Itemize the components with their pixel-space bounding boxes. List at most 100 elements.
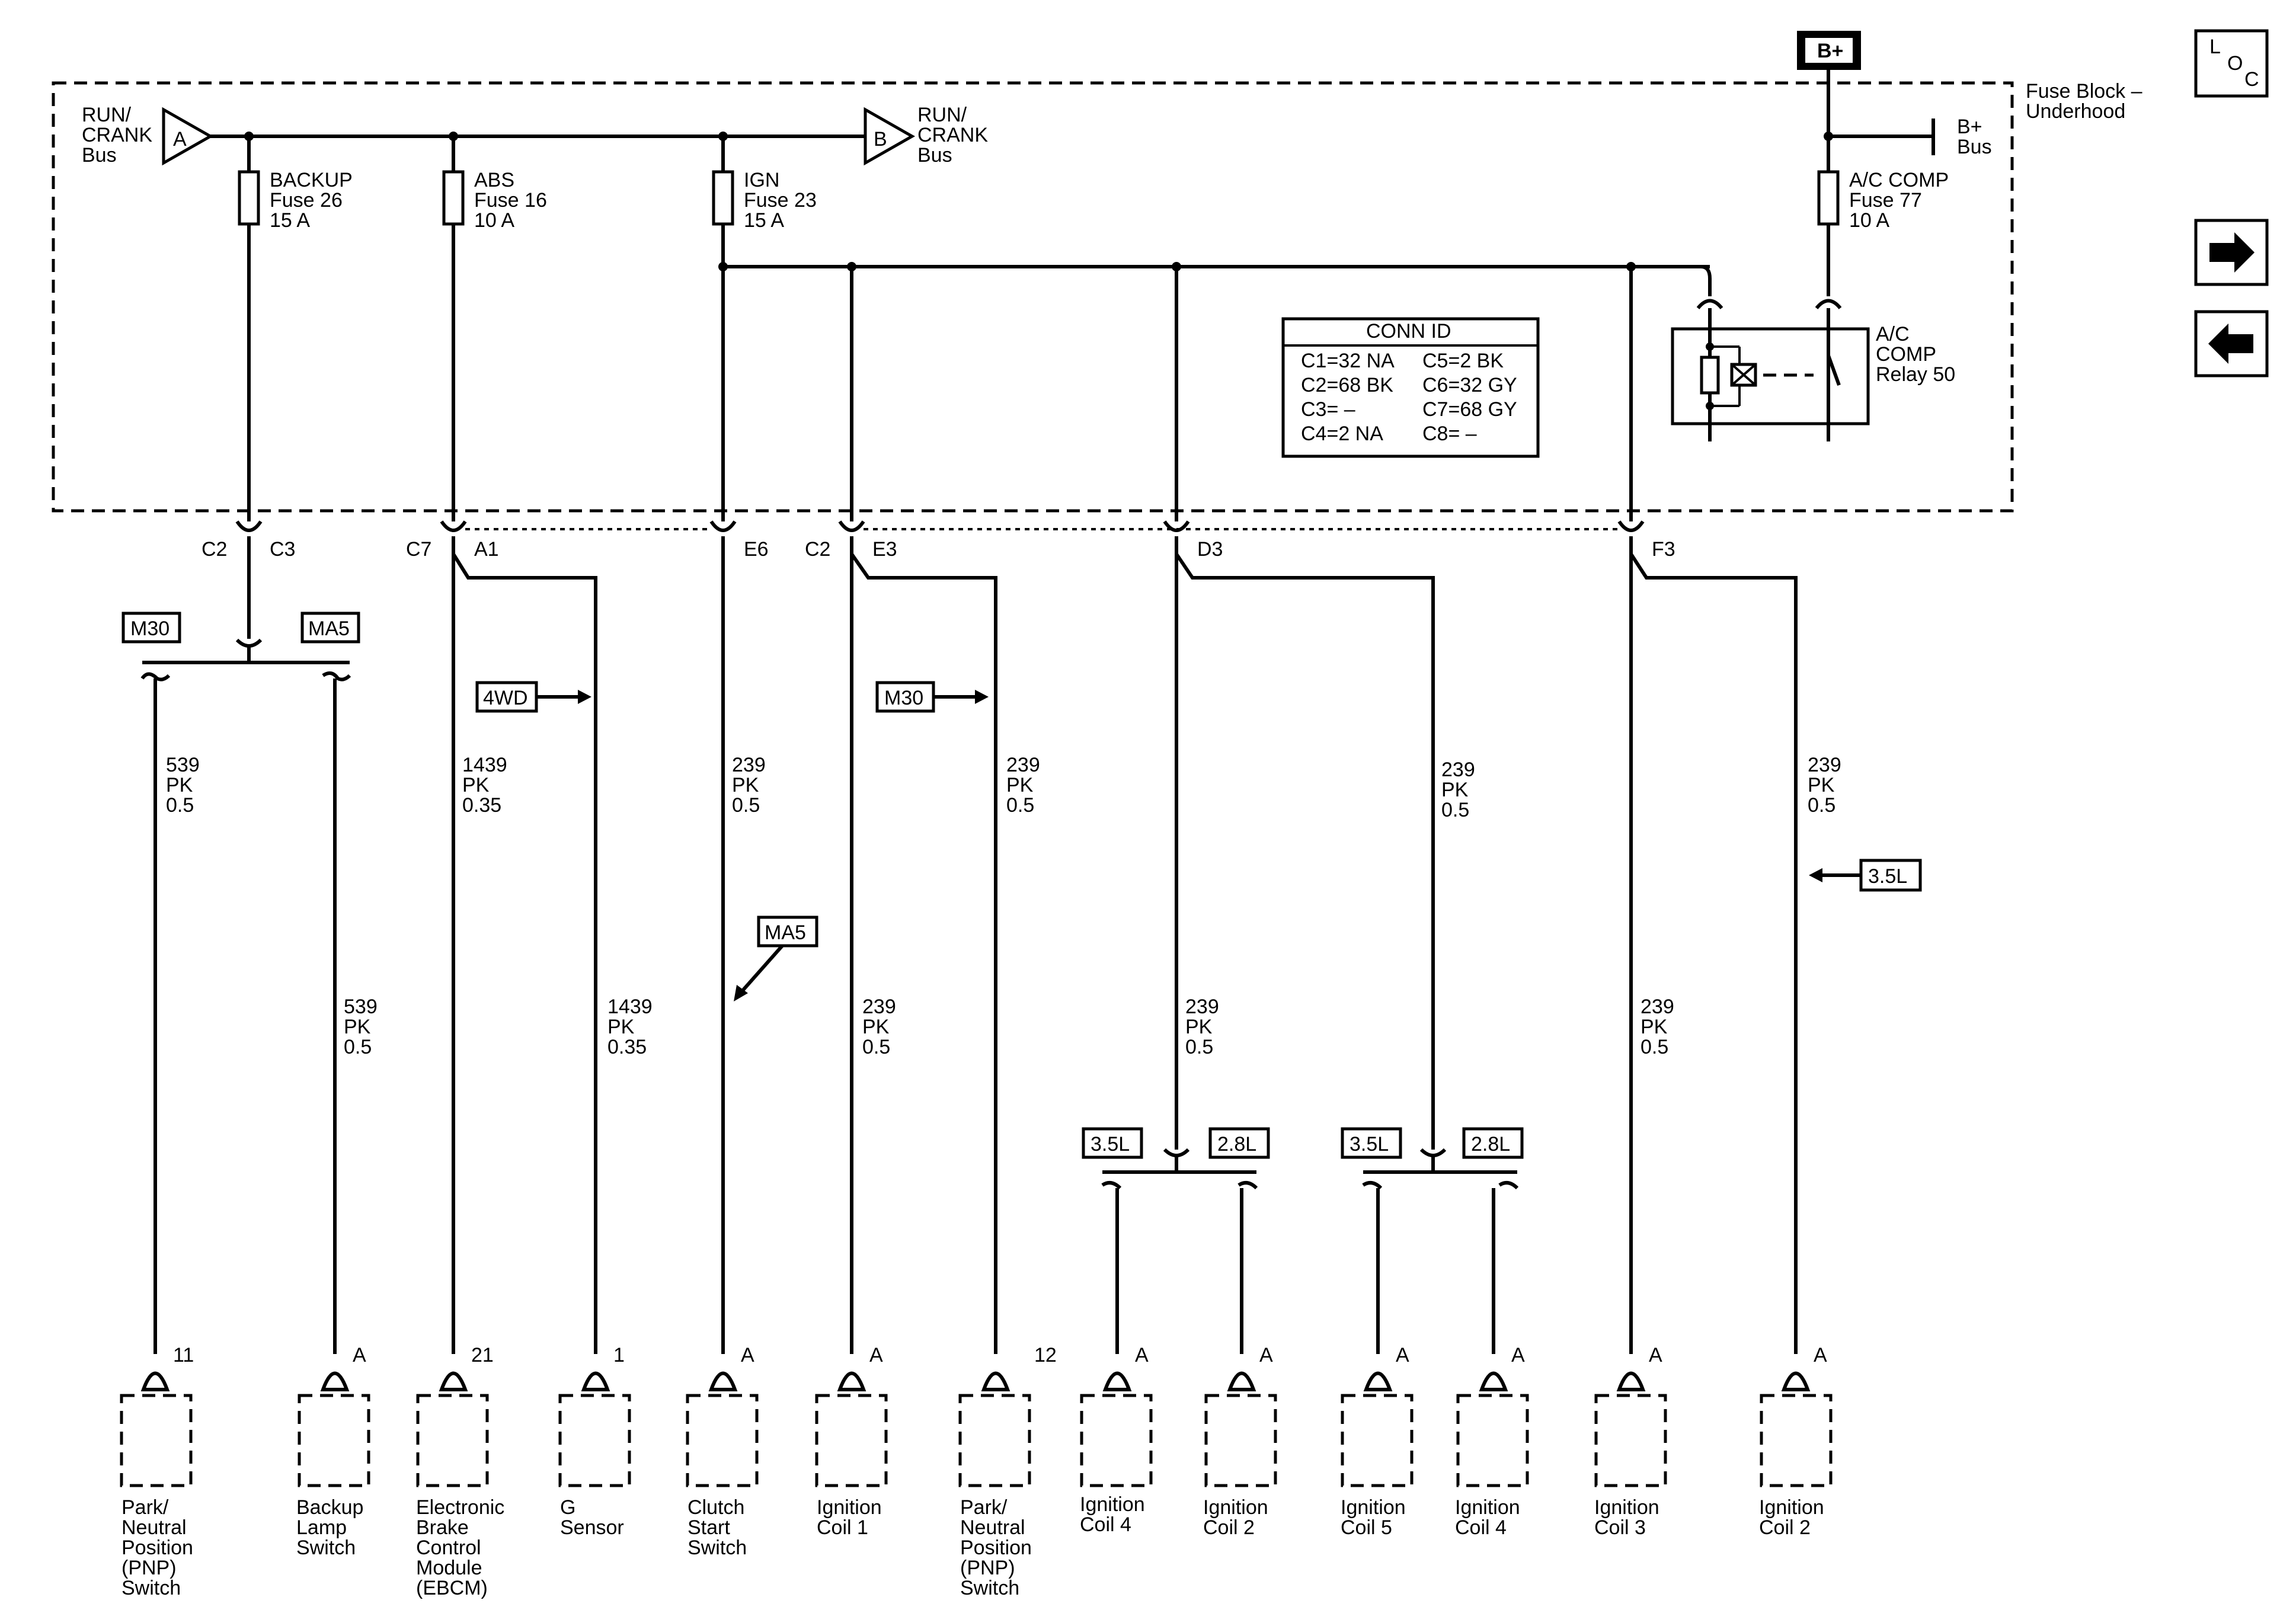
conn-id-table: CONN ID C1=32 NA C5=2 BK C2=68 BK C6=32 … (1281, 317, 1540, 458)
svg-text:A: A (353, 1344, 366, 1366)
conn-e3: E3 (872, 538, 897, 561)
bus-b-marker (864, 107, 916, 166)
svg-text:C7=68 GY: C7=68 GY (1422, 398, 1517, 421)
arrow-right-icon (2209, 232, 2255, 273)
svg-text:A: A (1814, 1344, 1827, 1366)
conn-c3: C3 (270, 538, 295, 561)
conn-c2b: C2 (805, 538, 830, 561)
fuse-16 (442, 170, 465, 226)
arrow-left-icon (2208, 324, 2253, 364)
svg-text:A: A (869, 1344, 883, 1366)
svg-text:A: A (1511, 1344, 1525, 1366)
svg-text:11: 11 (173, 1344, 194, 1366)
conn-c2: C2 (202, 538, 227, 561)
svg-text:M30: M30 (884, 687, 923, 709)
svg-text:C5=2 BK: C5=2 BK (1422, 350, 1504, 372)
tag-2-8l-b (1462, 1127, 1524, 1159)
b-plus-bus-label: B+Bus (1957, 116, 1992, 158)
connector-row (235, 520, 1645, 532)
fuse-block-label: Fuse Block –Underhood (2026, 80, 2142, 123)
prev-page-button[interactable] (2194, 310, 2269, 377)
svg-text:C8= –: C8= – (1422, 422, 1477, 445)
svg-text:3.5L: 3.5L (1868, 865, 1907, 888)
bus-a-marker (162, 107, 214, 166)
tag-3-5l-c (1859, 859, 1922, 892)
svg-text:A: A (741, 1344, 754, 1366)
svg-text:C3= –: C3= – (1301, 398, 1355, 421)
svg-text:4WD: 4WD (483, 687, 528, 709)
svg-text:C2=68 BK: C2=68 BK (1301, 374, 1393, 396)
svg-text:3.5L: 3.5L (1350, 1133, 1389, 1156)
conn-d3: D3 (1197, 538, 1223, 561)
svg-text:C6=32 GY: C6=32 GY (1422, 374, 1517, 396)
next-page-button[interactable] (2194, 219, 2269, 286)
svg-text:C1=32 NA: C1=32 NA (1301, 350, 1395, 372)
tag-3-5l-b (1341, 1127, 1402, 1159)
svg-text:12: 12 (1034, 1344, 1057, 1366)
svg-text:CONN ID: CONN ID (1366, 320, 1451, 343)
svg-text:O: O (2227, 52, 2243, 75)
fuse-23 (712, 170, 734, 226)
tag-4wd (475, 681, 538, 713)
conn-e6: E6 (744, 538, 769, 561)
svg-text:2.8L: 2.8L (1217, 1133, 1256, 1156)
svg-text:M30: M30 (130, 617, 170, 640)
svg-text:1: 1 (613, 1344, 625, 1366)
svg-text:3.5L: 3.5L (1091, 1133, 1130, 1156)
components (120, 1371, 1833, 1487)
svg-text:MA5: MA5 (765, 921, 806, 944)
b-plus-label: B+ (1817, 40, 1843, 62)
svg-text:C4=2 NA: C4=2 NA (1301, 422, 1383, 445)
svg-text:2.8L: 2.8L (1471, 1133, 1510, 1156)
svg-text:MA5: MA5 (308, 617, 350, 640)
svg-text:A: A (173, 128, 187, 151)
tag-2-8l-a (1208, 1127, 1270, 1159)
fuse-26 (238, 170, 260, 226)
fuse-77 (1817, 170, 1840, 226)
conn-a1: A1 (474, 538, 499, 561)
tag-m30-a (121, 612, 181, 644)
svg-text:A: A (1649, 1344, 1662, 1366)
fuse-block-outline (52, 81, 2014, 513)
tag-3-5l-a (1082, 1127, 1143, 1159)
svg-text:A: A (1396, 1344, 1409, 1366)
svg-text:A: A (1259, 1344, 1273, 1366)
loc-button[interactable]: L O C (2194, 29, 2269, 98)
tag-ma5-a (300, 612, 360, 644)
conn-c7: C7 (406, 538, 431, 561)
svg-text:B: B (874, 128, 887, 151)
svg-text:21: 21 (471, 1344, 494, 1366)
tag-m30-b (875, 681, 935, 713)
svg-text:A: A (1135, 1344, 1149, 1366)
